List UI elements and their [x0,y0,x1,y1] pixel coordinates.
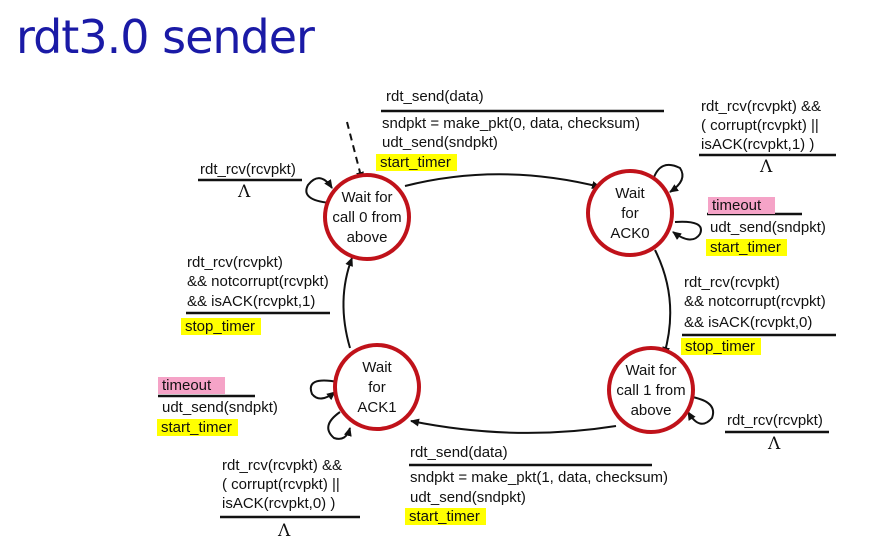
highlight: stop_timer [181,318,262,335]
lambda-ack0-corrupt: Λ [760,157,773,177]
arrow-ack1-to-call0 [342,257,353,349]
state-line: ACK1 [357,399,397,416]
action-ack0-timeout-send: udt_send(sndpkt) [710,219,826,236]
arrow-call0-to-ack0 [404,173,601,189]
timer-ack1-timeout: start_timer [157,418,238,437]
page-title: rdt3.0 sender [16,10,315,64]
initial-arrow [346,121,364,181]
timer-call0-to-ack0: start_timer [376,153,457,172]
timer-ack1-to-call0: stop_timer [181,317,262,336]
event-ack0-corrupt-1: rdt_rcv(rcvpkt) && [701,98,822,115]
event-ack1-to-call0-1: rdt_rcv(rcvpkt) [187,254,283,271]
action-call0-to-ack0-send: udt_send(sndpkt) [382,134,498,151]
event-call1-to-ack1: rdt_send(data) [410,444,508,461]
state-line: Wait [362,359,392,376]
state-wait-call0 [323,173,411,261]
loop-ack1-timeout [309,379,339,401]
action-ack1-timeout-send: udt_send(sndpkt) [162,399,278,416]
lambda-ack1-corrupt: Λ [278,521,291,541]
event-ack1-corrupt-2: ( corrupt(rcvpkt) || [222,476,340,493]
loop-call0 [305,177,333,204]
lambda-call1-self: Λ [768,434,781,454]
event-ack0-corrupt-3: isACK(rcvpkt,1) ) [701,136,815,153]
state-line: Wait [615,185,645,202]
state-line: for [368,379,386,396]
state-line: Wait for [341,189,393,206]
action-call0-to-ack0-makepkt: sndpkt = make_pkt(0, data, checksum) [382,115,641,132]
arrow-call1-to-ack1 [410,418,617,434]
loop-call1 [687,396,714,425]
arrow-ack0-to-call1 [654,249,672,356]
action-call1-to-ack1-send: udt_send(sndpkt) [410,489,526,506]
event-call0-self: rdt_rcv(rcvpkt) [200,161,296,178]
loop-ack0-timeout [672,220,702,241]
event-call1-self: rdt_rcv(rcvpkt) [727,412,823,429]
event-ack1-corrupt-3: isACK(rcvpkt,0) ) [222,495,336,512]
state-label-wait-ack1: Wait for ACK1 [335,358,419,418]
state-label-wait-call1: Wait for call 1 from above [609,361,693,421]
highlight: start_timer [706,239,787,256]
event-ack1-timeout: timeout [158,376,226,395]
highlight: start_timer [157,419,238,436]
state-wait-ack1 [333,343,421,431]
state-label-wait-ack0: Wait for ACK0 [588,184,672,244]
event-ack0-corrupt-2: ( corrupt(rcvpkt) || [701,117,819,134]
loop-ack1-corrupt [327,411,352,440]
event-ack0-timeout: timeout [708,196,776,215]
highlight: start_timer [376,154,457,171]
state-line: Wait for [625,362,677,379]
state-line: above [630,402,672,419]
event-ack0-to-call1-3: && isACK(rcvpkt,0) [684,314,813,331]
timer-ack0-timeout: start_timer [706,238,787,257]
event-call0-to-ack0: rdt_send(data) [386,88,484,105]
event-ack1-corrupt-1: rdt_rcv(rcvpkt) && [222,457,343,474]
event-ack1-to-call0-2: && notcorrupt(rcvpkt) [187,273,329,290]
timer-call1-to-ack1: start_timer [405,507,486,526]
highlight: stop_timer [681,338,762,355]
state-line: call 1 from [616,382,686,399]
action-call1-to-ack1-makepkt: sndpkt = make_pkt(1, data, checksum) [410,469,669,486]
state-line: above [346,229,388,246]
state-line: call 0 from [332,209,402,226]
loop-ack0-corrupt [652,164,684,193]
state-line: for [621,205,639,222]
highlight: timeout [158,377,226,394]
state-wait-call1 [607,346,695,434]
event-ack1-to-call0-3: && isACK(rcvpkt,1) [187,293,316,310]
lambda-call0-self: Λ [238,182,251,202]
highlight: start_timer [405,508,486,525]
event-ack0-to-call1-2: && notcorrupt(rcvpkt) [684,293,826,310]
state-line: ACK0 [610,225,650,242]
highlight: timeout [708,197,776,214]
event-ack0-to-call1-1: rdt_rcv(rcvpkt) [684,274,780,291]
timer-ack0-to-call1: stop_timer [681,337,762,356]
state-label-wait-call0: Wait for call 0 from above [325,188,409,248]
state-wait-ack0 [586,169,674,257]
